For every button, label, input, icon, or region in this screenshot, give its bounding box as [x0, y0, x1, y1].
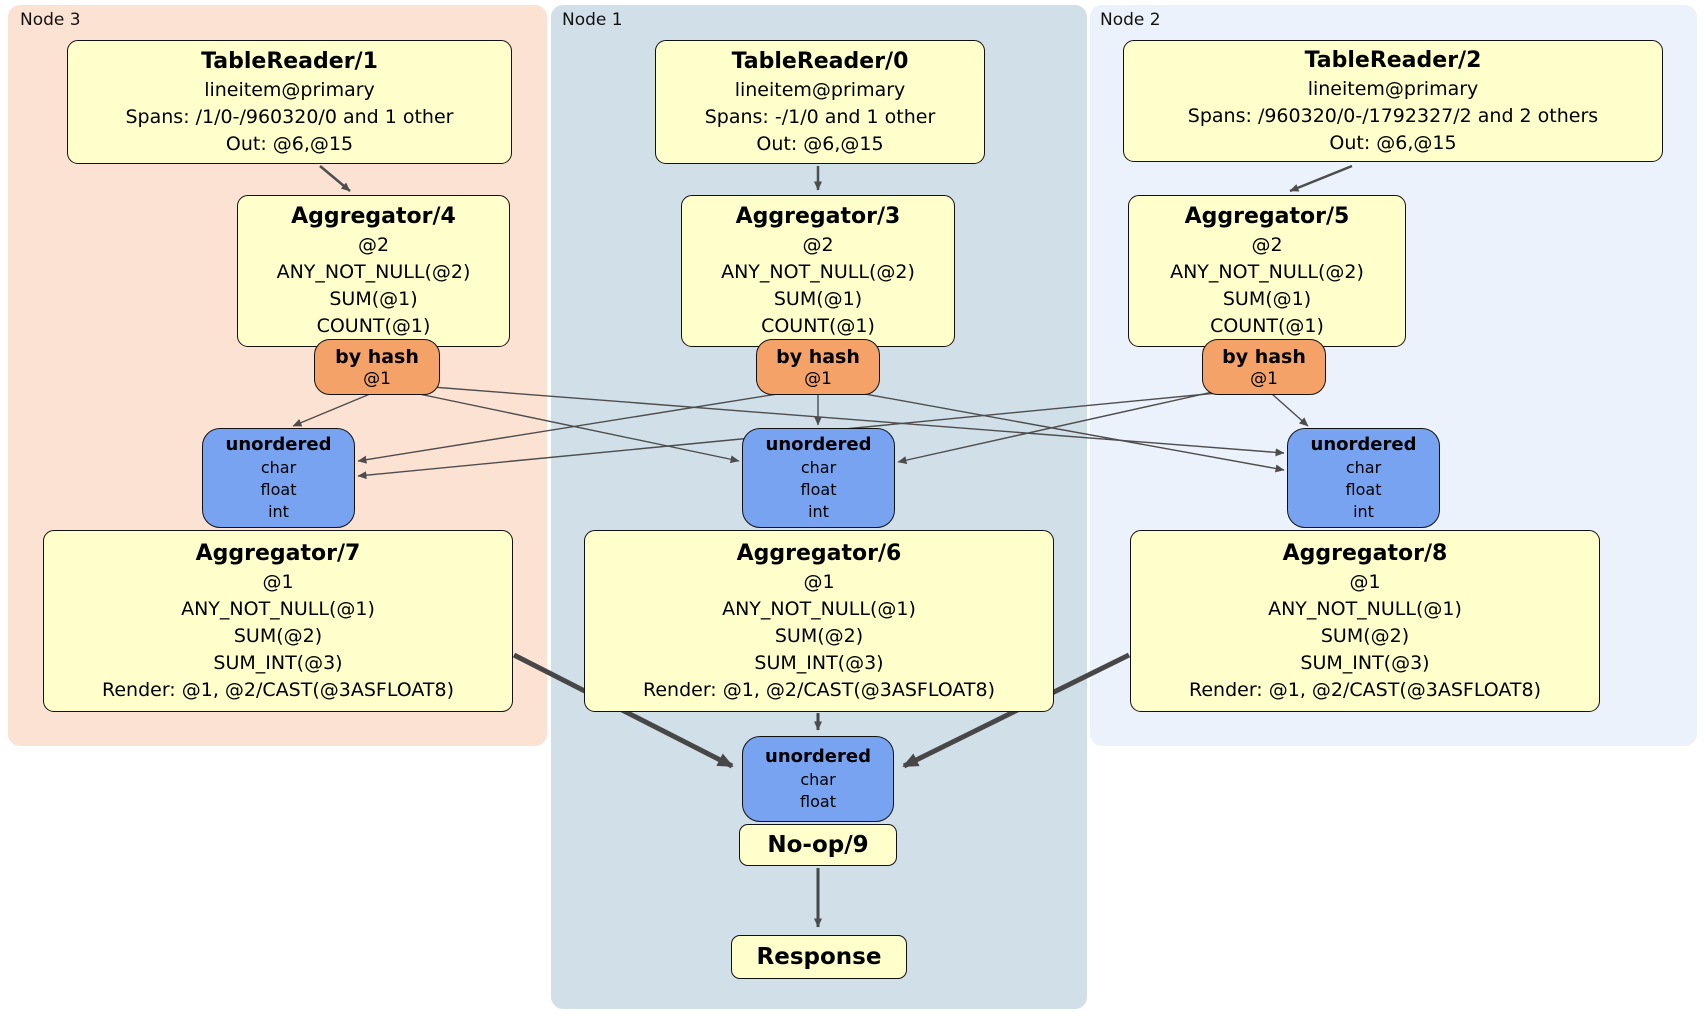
table-reader-box: TableReader/0 lineitem@primary Spans: -/…: [655, 40, 985, 164]
edge-bh3-u3: [292, 393, 371, 427]
router-title: by hash: [776, 345, 860, 368]
table-reader-box: TableReader/2 lineitem@primary Spans: /9…: [1123, 40, 1663, 162]
box-title: Aggregator/8: [1282, 540, 1448, 566]
sync-title: unordered: [1310, 434, 1417, 455]
box-line: @1: [262, 570, 294, 593]
box-line: Out: @6,@15: [225, 132, 354, 155]
table-reader-box: TableReader/1 lineitem@primary Spans: /1…: [67, 40, 512, 164]
sync-title: unordered: [225, 434, 332, 455]
sync-stream: float: [1345, 480, 1382, 499]
edge-bh2-u2: [1271, 393, 1309, 427]
sync-title: unordered: [765, 746, 871, 767]
box-line: @2: [357, 234, 390, 256]
aggregator-box: Aggregator/8 @1 ANY_NOT_NULL(@1) SUM(@2)…: [1130, 530, 1600, 712]
unordered-sync: unordered char float int: [1287, 428, 1440, 528]
router-title: by hash: [1222, 345, 1306, 368]
edge-bh2-u1: [897, 388, 1227, 465]
edge-bh1-u3: [357, 390, 797, 464]
box-line: Out: @6,@15: [756, 132, 884, 155]
box-line: SUM_INT(@3): [213, 651, 343, 674]
box-line: Render: @1, @2/CAST(@3ASFLOAT8): [1189, 678, 1541, 701]
box-line: SUM_INT(@3): [754, 651, 884, 674]
box-title: Aggregator/5: [1184, 204, 1350, 229]
router-detail: @1: [363, 368, 391, 389]
edge-bh3-u1: [399, 389, 740, 464]
box-line: @1: [803, 570, 835, 593]
box-line: Spans: /960320/0-/1792327/2 and 2 others: [1187, 104, 1599, 127]
box-line: SUM(@2): [233, 624, 323, 647]
box-line: @1: [1349, 570, 1381, 593]
aggregator-box: Aggregator/6 @1 ANY_NOT_NULL(@1) SUM(@2)…: [584, 530, 1054, 712]
box-line: Render: @1, @2/CAST(@3ASFLOAT8): [102, 678, 454, 701]
box-title: Aggregator/6: [736, 540, 902, 566]
aggregator-box: Aggregator/4 @2 ANY_NOT_NULL(@2) SUM(@1)…: [237, 195, 510, 347]
box-line: Render: @1, @2/CAST(@3ASFLOAT8): [643, 678, 995, 701]
box-line: ANY_NOT_NULL(@2): [1170, 261, 1364, 283]
hash-router: by hash @1: [1202, 339, 1326, 395]
sync-stream: int: [1353, 502, 1374, 521]
box-line: SUM(@2): [1320, 624, 1410, 647]
box-title: Aggregator/4: [291, 204, 456, 229]
edge-tr1-agg4: [319, 165, 351, 192]
box-line: ANY_NOT_NULL(@1): [181, 597, 375, 620]
box-title: No-op/9: [767, 832, 869, 858]
box-title: TableReader/0: [731, 48, 909, 74]
edge-bh3-u2: [405, 384, 1285, 457]
box-line: ANY_NOT_NULL(@1): [722, 597, 916, 620]
sync-stream: char: [800, 458, 837, 477]
noop-box: No-op/9: [739, 824, 897, 866]
unordered-sync: unordered char float int: [202, 428, 355, 528]
box-line: ANY_NOT_NULL(@1): [1268, 597, 1462, 620]
router-title: by hash: [335, 345, 419, 368]
sync-stream: char: [800, 770, 836, 789]
box-line: COUNT(@1): [316, 315, 431, 337]
box-line: COUNT(@1): [761, 315, 875, 337]
box-line: Spans: -/1/0 and 1 other: [704, 105, 936, 128]
box-line: COUNT(@1): [1210, 315, 1324, 337]
router-detail: @1: [1250, 368, 1278, 389]
box-line: lineitem@primary: [734, 78, 906, 101]
node3-label: Node 3: [20, 10, 81, 30]
edge-bh1-u2: [842, 389, 1285, 473]
box-title: Aggregator/3: [735, 204, 901, 229]
box-line: Spans: /1/0-/960320/0 and 1 other: [125, 105, 454, 128]
unordered-sync-final: unordered char float: [742, 736, 894, 822]
sync-stream: char: [260, 458, 297, 477]
box-line: SUM(@1): [1222, 288, 1312, 310]
box-line: @2: [1251, 234, 1283, 256]
sync-stream: float: [800, 480, 837, 499]
edge-tr2-agg5: [1289, 164, 1353, 193]
box-line: lineitem@primary: [204, 78, 375, 101]
box-title: Aggregator/7: [195, 540, 361, 566]
box-line: SUM(@1): [329, 288, 418, 310]
sync-stream: float: [260, 480, 297, 499]
sync-stream: float: [800, 792, 836, 811]
box-title: Response: [756, 944, 882, 970]
unordered-sync: unordered char float int: [742, 428, 895, 528]
response-box: Response: [731, 935, 907, 979]
sync-stream: int: [268, 502, 289, 521]
box-line: @2: [802, 234, 834, 256]
box-line: ANY_NOT_NULL(@2): [276, 261, 471, 283]
box-line: SUM(@1): [773, 288, 863, 310]
hash-router: by hash @1: [314, 339, 440, 395]
router-detail: @1: [804, 368, 832, 389]
aggregator-box: Aggregator/3 @2 ANY_NOT_NULL(@2) SUM(@1)…: [681, 195, 955, 347]
box-title: TableReader/2: [1304, 47, 1482, 73]
hash-router: by hash @1: [756, 339, 880, 395]
node1-label: Node 1: [562, 10, 623, 30]
box-line: ANY_NOT_NULL(@2): [721, 261, 915, 283]
box-line: lineitem@primary: [1307, 77, 1479, 100]
node2-label: Node 2: [1100, 10, 1161, 30]
sync-stream: char: [1345, 458, 1382, 477]
box-line: Out: @6,@15: [1329, 131, 1457, 154]
sync-stream: int: [808, 502, 829, 521]
sync-title: unordered: [765, 434, 872, 455]
box-line: SUM_INT(@3): [1300, 651, 1430, 674]
aggregator-box: Aggregator/7 @1 ANY_NOT_NULL(@1) SUM(@2)…: [43, 530, 513, 712]
aggregator-box: Aggregator/5 @2 ANY_NOT_NULL(@2) SUM(@1)…: [1128, 195, 1406, 347]
box-title: TableReader/1: [201, 48, 378, 74]
box-line: SUM(@2): [774, 624, 864, 647]
